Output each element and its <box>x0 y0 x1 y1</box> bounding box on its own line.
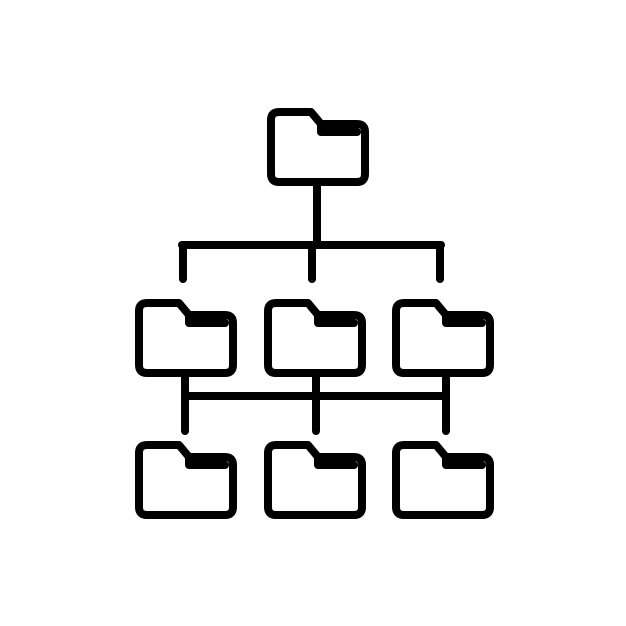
folder-icon-level1-left <box>135 299 237 377</box>
folder-icon-level2-middle <box>264 441 366 519</box>
folder-icon-level1-middle-outline <box>264 299 366 377</box>
connector-lines <box>178 178 450 435</box>
folder-icon-level1-left-outline <box>135 299 237 377</box>
root-folder-icon-outline <box>267 108 369 186</box>
folder-icon-level2-left-outline <box>135 441 237 519</box>
root-folder-icon <box>267 108 369 186</box>
folder-icon-level1-right <box>392 299 494 377</box>
folders-group <box>135 108 494 519</box>
folder-icon-level2-left <box>135 441 237 519</box>
folder-icon-level2-right <box>392 441 494 519</box>
folder-icon-level2-middle-outline <box>264 441 366 519</box>
folder-icon-level2-right-outline <box>392 441 494 519</box>
folder-icon-level1-middle <box>264 299 366 377</box>
folder-icon-level1-right-outline <box>392 299 494 377</box>
